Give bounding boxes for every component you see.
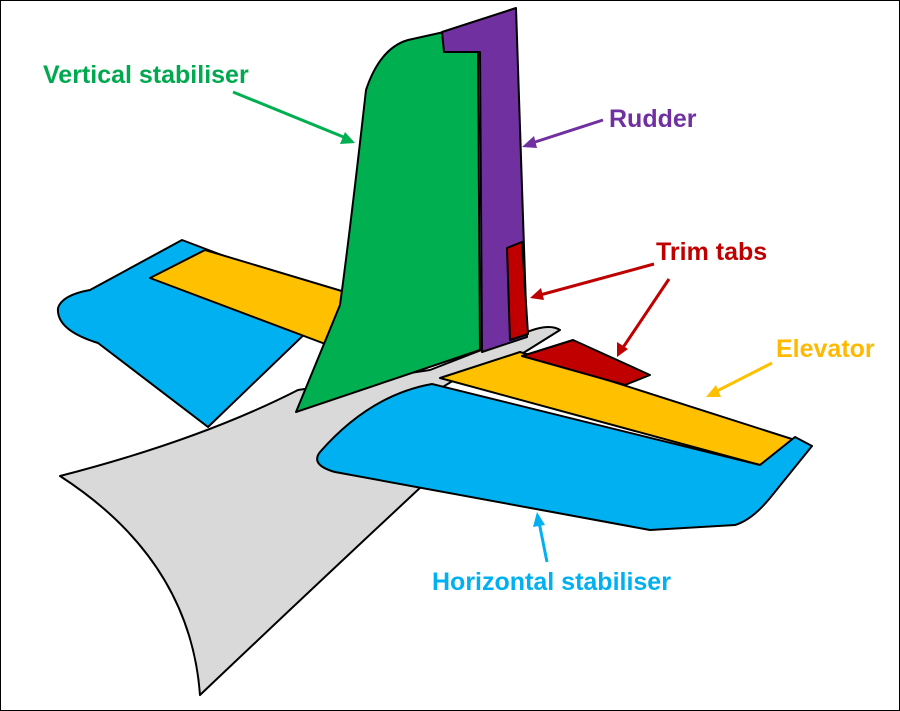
trim-tabs-label: Trim tabs xyxy=(656,238,768,266)
horizontal-stabiliser-label: Horizontal stabiliser xyxy=(432,568,671,596)
elevator-trim-tab xyxy=(521,339,651,386)
rudder-trim-tab xyxy=(506,241,529,341)
horizontal-stabiliser-arrow xyxy=(533,512,549,563)
elevator-label: Elevator xyxy=(776,335,875,363)
vertical-stabiliser-shape xyxy=(295,31,481,413)
trim-tab-arrow-rudder xyxy=(530,262,655,300)
vertical-stabiliser-arrow xyxy=(232,90,355,144)
vertical-stabiliser-label: Vertical stabiliser xyxy=(43,61,249,89)
rudder-arrow xyxy=(522,118,604,148)
trim-tab-arrow-elevator xyxy=(617,278,671,357)
rudder-label: Rudder xyxy=(609,105,697,133)
rudder-shape xyxy=(441,7,528,353)
right-horizontal-stabiliser xyxy=(316,383,813,531)
elevator-arrow xyxy=(706,361,773,397)
